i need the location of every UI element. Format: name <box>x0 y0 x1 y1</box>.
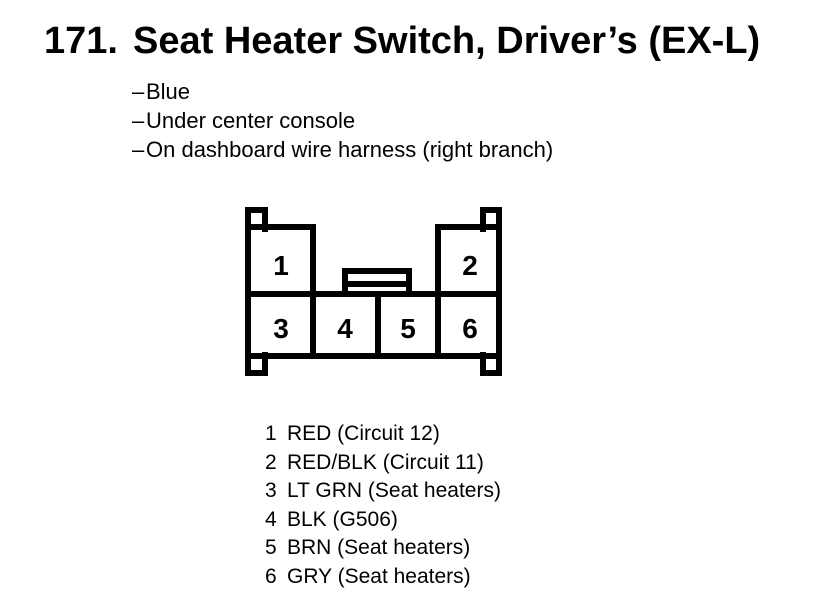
legend-row: 2 RED/BLK (Circuit 11) <box>265 449 501 478</box>
pin-number-1: 1 <box>273 250 289 281</box>
pin-number-4: 4 <box>337 313 353 344</box>
notes-list: –Blue –Under center console –On dashboar… <box>132 77 553 164</box>
note-text: On dashboard wire harness (right branch) <box>146 137 554 162</box>
legend-pin-number: 5 <box>265 536 277 559</box>
connector-tab-right <box>480 207 502 232</box>
dash-bullet: – <box>132 108 145 133</box>
pin-row-bottom <box>245 291 502 359</box>
legend-row: 5 BRN (Seat heaters) <box>265 534 501 563</box>
pin-number-2: 2 <box>462 250 478 281</box>
legend-pin-desc: GRY (Seat heaters) <box>287 564 471 588</box>
legend-pin-desc: BLK (G506) <box>287 507 398 531</box>
connector-foot-left <box>245 352 268 376</box>
item-number: 171. <box>44 20 118 62</box>
pin-number-5: 5 <box>400 313 416 344</box>
legend-pin-number: 2 <box>265 450 277 474</box>
legend-pin-number: 3 <box>265 479 277 502</box>
page-title: 171. Seat Heater Switch, Driver’s (EX-L) <box>44 21 760 61</box>
dash-bullet: – <box>132 137 145 162</box>
note-item: –On dashboard wire harness (right branch… <box>132 135 553 164</box>
connector-foot-right <box>480 352 502 376</box>
pin-number-3: 3 <box>273 313 289 344</box>
legend-pin-desc: LT GRN (Seat heaters) <box>287 479 501 502</box>
note-text: Under center console <box>146 108 356 133</box>
legend-pin-desc: BRN (Seat heaters) <box>287 536 471 559</box>
connector-tab-left <box>245 207 268 232</box>
note-text: Blue <box>146 79 191 104</box>
legend-pin-desc: RED/BLK (Circuit 11) <box>287 450 484 474</box>
legend-pin-number: 1 <box>265 422 277 445</box>
note-item: –Blue <box>132 77 553 106</box>
pin-number-6: 6 <box>462 313 478 344</box>
note-item: –Under center console <box>132 106 553 135</box>
legend-pin-number: 6 <box>265 564 277 588</box>
title-text: Seat Heater Switch, Driver’s (EX-L) <box>133 20 761 62</box>
dash-bullet: – <box>132 79 145 104</box>
legend-pin-number: 4 <box>265 507 277 531</box>
legend-row: 6 GRY (Seat heaters) <box>265 563 501 592</box>
legend-pin-desc: RED (Circuit 12) <box>287 422 440 445</box>
legend-row: 4 BLK (G506) <box>265 506 501 535</box>
legend-row: 1 RED (Circuit 12) <box>265 420 501 449</box>
legend-row: 3 LT GRN (Seat heaters) <box>265 477 501 506</box>
connector-diagram: 1 2 3 4 5 6 <box>245 207 502 376</box>
